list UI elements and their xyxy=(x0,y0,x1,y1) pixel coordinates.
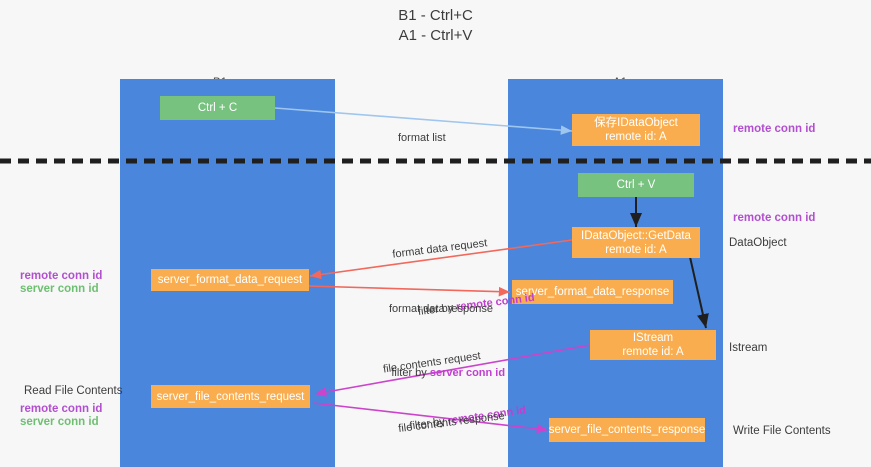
flow-label-file-contents-response: file contents response filter by server … xyxy=(372,379,522,467)
right-label-write-file-contents: Write File Contents xyxy=(733,425,831,437)
right-label-remote-conn-id-mid: remote conn id xyxy=(733,212,816,224)
right-label-dataobject: DataObject xyxy=(729,237,787,249)
box-ctrl-v[interactable]: Ctrl + V xyxy=(578,173,694,197)
flow-label-format-data-response-highlight: server conn id xyxy=(429,367,506,379)
flow-label-format-data-response-line1: format data response xyxy=(389,303,493,315)
box-server-format-data-response[interactable]: server_format_data_response xyxy=(512,280,673,304)
flow-label-format-data-request-line1: format data request xyxy=(391,237,488,261)
flow-label-format-data-response: format data response filter by server co… xyxy=(373,272,505,426)
box-idataobject-getdata[interactable]: IDataObject::GetData remote id: A xyxy=(572,227,700,258)
flow-label-format-data-response-line2: filter by server conn id xyxy=(373,351,505,396)
left-label-remote-conn-id-mid: remote conn id xyxy=(20,270,103,282)
box-server-format-data-request[interactable]: server_format_data_request xyxy=(151,269,309,291)
box-istream[interactable]: IStream remote id: A xyxy=(590,330,716,360)
flow-label-file-contents-request-line1: file contents request xyxy=(382,349,482,376)
flow-label-format-list-line1: format list xyxy=(398,132,446,144)
left-label-remote-conn-id-bottom: remote conn id xyxy=(20,403,103,415)
flow-label-format-data-response-prefix: filter by xyxy=(391,367,430,379)
left-label-server-conn-id-bottom: server conn id xyxy=(20,416,99,428)
flow-label-file-contents-response-line2: filter by server conn id xyxy=(382,457,519,467)
right-label-remote-conn-id-top: remote conn id xyxy=(733,123,816,135)
box-save-idataobject[interactable]: 保存IDataObject remote id: A xyxy=(572,114,700,146)
box-server-file-contents-request[interactable]: server_file_contents_request xyxy=(151,385,310,408)
flow-label-file-contents-response-line1: file contents response xyxy=(397,410,506,435)
box-server-file-contents-response[interactable]: server_file_contents_response xyxy=(549,418,705,442)
box-ctrl-c[interactable]: Ctrl + C xyxy=(160,96,275,120)
right-label-istream: Istream xyxy=(729,342,768,354)
flow-label-format-list: format list xyxy=(398,101,446,176)
page-title: B1 - Ctrl+C A1 - Ctrl+V xyxy=(398,7,473,44)
left-label-read-file-contents: Read File Contents xyxy=(24,385,123,397)
left-label-server-conn-id-mid: server conn id xyxy=(20,283,99,295)
